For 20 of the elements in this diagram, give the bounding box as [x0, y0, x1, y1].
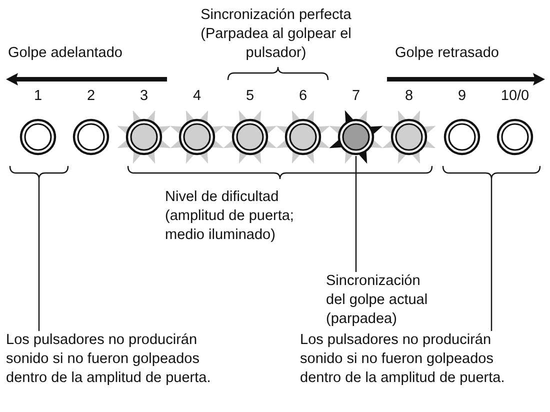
pad-number: 7	[350, 88, 362, 104]
note-text: Sincronización del golpe actual (parpadea)	[326, 272, 429, 329]
pad-number: 6	[298, 88, 308, 104]
pad-number: 5	[244, 88, 256, 104]
caption-text: Sincronización perfecta (Parpadea al golpear el pulsador)	[200, 6, 352, 63]
note-text: Los pulsadores no producirán sonido si no fueron golpeados dentro de la amplitud de puerta.	[300, 331, 506, 388]
pad-number: 9	[456, 88, 468, 104]
pad-number: 8	[404, 88, 414, 104]
pad-number: 3	[138, 88, 150, 104]
caption-text: Golpe adelantado	[8, 44, 124, 63]
leader-line	[38, 179, 40, 331]
caption-text: Golpe retrasado	[395, 44, 500, 63]
pad-number: 10/0	[500, 88, 530, 104]
pad-number: 4	[192, 88, 202, 104]
note-text: Los pulsadores no producirán sonido si no fueron golpeados dentro de la amplitud de puerta.	[6, 331, 212, 388]
leader-line	[355, 156, 357, 272]
pad-number: 1	[32, 88, 44, 104]
caption-text: Nivel de dificultad (amplitud de puerta; medio iluminado)	[165, 188, 295, 245]
leader-line	[490, 179, 492, 331]
pad-number: 2	[86, 88, 96, 104]
